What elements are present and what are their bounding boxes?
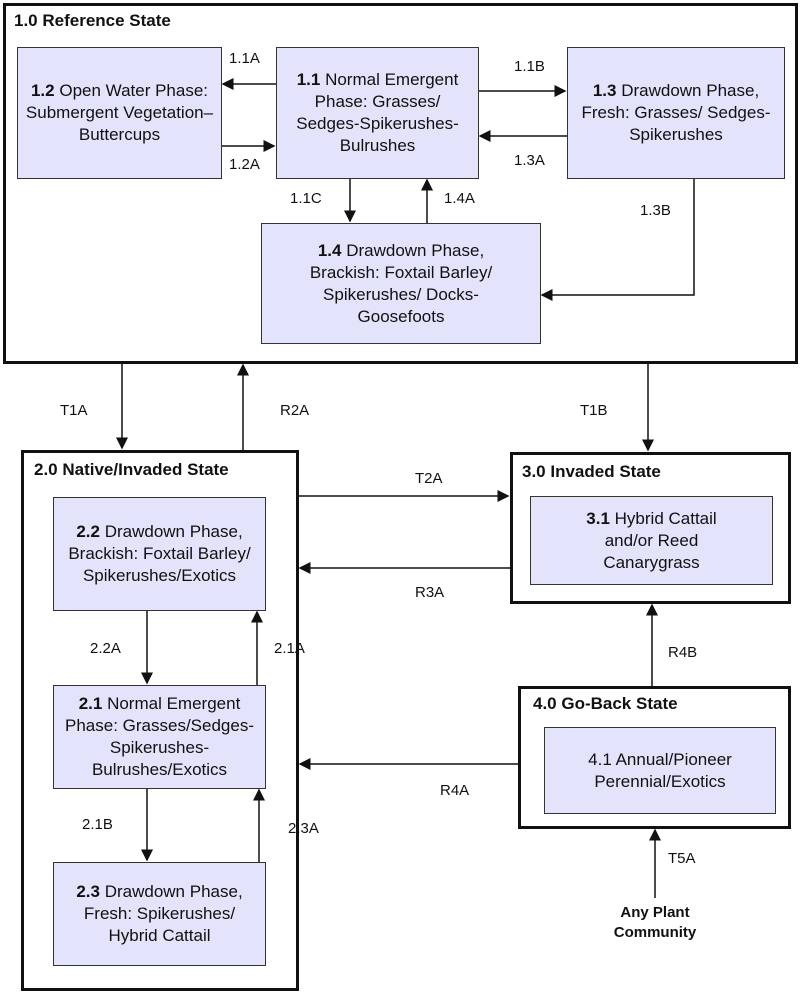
phase-number: 1.2 [30,81,55,100]
phase-text: Drawdown Phase, Fresh: Spikerushes/ Hybr… [83,882,243,945]
phase-text: Normal Emergent Phase: Grasses/ Sedges-S… [296,70,459,155]
label-R4B: R4B [668,644,698,661]
arrow-1.3B [540,178,695,301]
phase-number: 1.4 [317,240,342,260]
phase-2-1: 2.1 Normal Emergent Phase: Grasses/Sedge… [53,685,266,789]
phase-3-1: 3.1 Hybrid Cattail and/or Reed Canarygra… [530,496,773,585]
label-T2A: T2A [415,470,443,487]
phase-text: Open Water Phase: Submergent Vegetation–… [25,81,214,144]
phase-number: 1.1 [296,70,321,89]
label-R2A: R2A [280,402,310,419]
label-1.4A: 1.4A [444,190,475,207]
label-2.1B: 2.1B [82,816,113,833]
label-2.2A: 2.2A [90,640,121,657]
label-2.3A: 2.3A [288,820,319,837]
label-T1B: T1B [580,402,608,419]
state-3-title: 3.0 Invaded State [522,462,661,481]
phase-text: Drawdown Phase, Fresh: Grasses/ Sedges-S… [581,81,771,144]
phase-number: 2.2 [76,522,100,541]
phase-number: 3.1 [586,508,610,528]
label-1.3A: 1.3A [514,152,545,169]
label-R4A: R4A [440,782,470,799]
phase-1-2: 1.2 Open Water Phase: Submergent Vegetat… [17,47,222,179]
phase-2-3: 2.3 Drawdown Phase, Fresh: Spikerushes/ … [53,862,266,966]
phase-number: 1.3 [592,81,617,100]
state-4-go-back [518,686,791,829]
state-1-title: 1.0 Reference State [14,11,171,30]
state-2-title: 2.0 Native/Invaded State [34,460,229,479]
phase-text: 4.1 Annual/Pioneer Perennial/Exotics [588,749,732,791]
phase-text: Drawdown Phase, Brackish: Foxtail Barley… [309,240,493,326]
state-1-reference [3,3,798,364]
phase-1-3: 1.3 Drawdown Phase, Fresh: Grasses/ Sedg… [567,47,785,179]
label-R3A: R3A [415,584,445,601]
label-1.2A: 1.2A [229,156,260,173]
phase-2-2: 2.2 Drawdown Phase, Brackish: Foxtail Ba… [53,497,266,611]
label-T5A: T5A [668,850,696,867]
label-1.1A: 1.1A [229,50,260,67]
phase-1-4: 1.4 Drawdown Phase, Brackish: Foxtail Ba… [261,223,541,344]
any-plant-community-label: Any Plant Community [613,904,697,941]
phase-number: 2.1 [78,694,103,713]
state-3-invaded [510,452,791,604]
phase-4-1: 4.1 Annual/Pioneer Perennial/Exotics [544,727,776,814]
phase-text: Drawdown Phase, Brackish: Foxtail Barley… [68,522,251,585]
phase-number: 2.3 [76,882,100,901]
label-T1A: T1A [60,402,88,419]
label-1.3B: 1.3B [640,202,671,219]
label-2.1A: 2.1A [274,640,305,657]
state-4-title: 4.0 Go-Back State [533,694,678,713]
state-2-native-invaded [21,450,299,991]
label-1.1B: 1.1B [514,58,545,75]
phase-text: Normal Emergent Phase: Grasses/Sedges-Sp… [65,694,254,779]
phase-text: Hybrid Cattail and/or Reed Canarygrass [603,508,717,572]
phase-1-1: 1.1 Normal Emergent Phase: Grasses/ Sedg… [276,47,479,179]
label-1.1C: 1.1C [290,190,322,207]
